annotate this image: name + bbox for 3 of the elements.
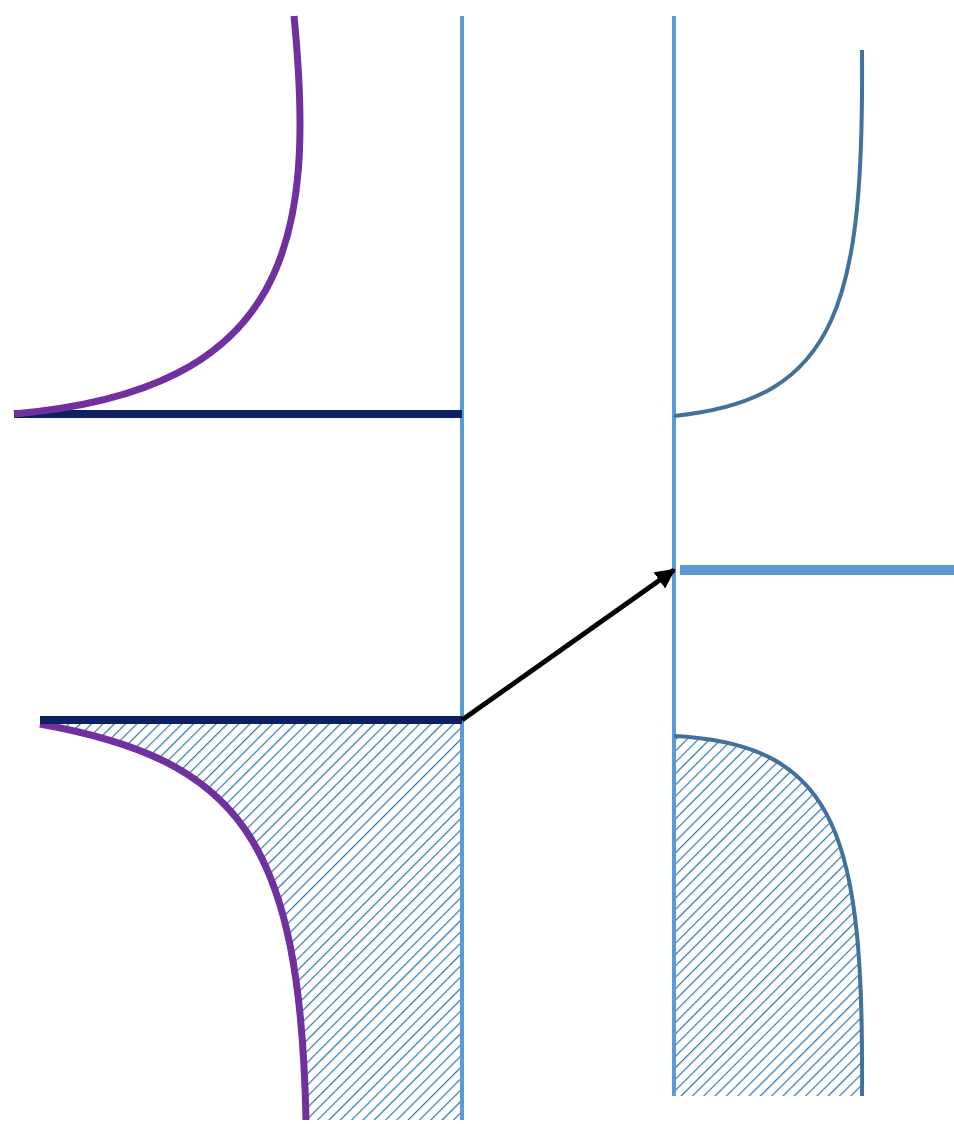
level-line bbox=[680, 565, 954, 575]
arrow bbox=[460, 567, 676, 723]
level-line bbox=[40, 716, 462, 724]
